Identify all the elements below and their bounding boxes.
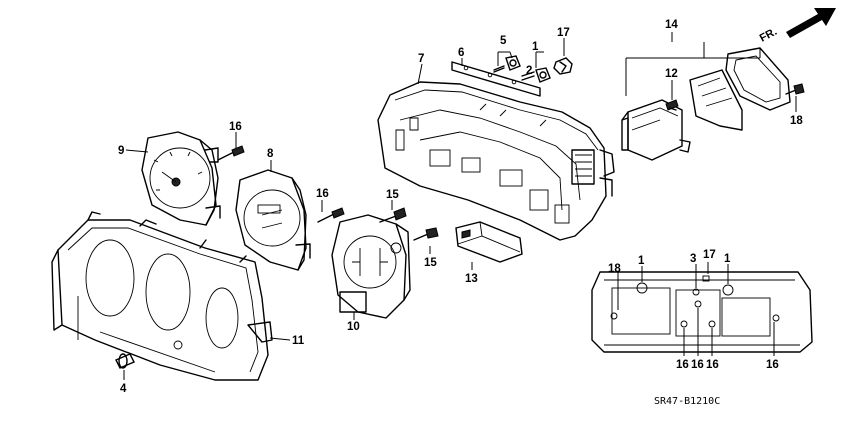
callout-4: 4 [120,383,127,395]
bulb-part-4 [115,353,135,369]
bracket-part-14 [621,47,791,161]
screw-16-speedo [317,207,345,223]
strip-part-6 [451,61,541,97]
circuit-board-layout [591,271,813,353]
callout-8: 8 [267,148,274,160]
diagram-code: SR47-B1210C [654,396,720,407]
callout-16-board-c: 16 [706,359,719,371]
callout-1-top: 1 [532,41,539,53]
callout-18-board: 18 [608,263,621,275]
fuel-temp-gauge-part-10 [331,214,411,319]
screw-15-lower [413,227,439,241]
front-arrow-icon [786,8,836,38]
callout-13: 13 [465,273,478,285]
callout-10: 10 [347,321,360,333]
callout-18-top: 18 [790,115,803,127]
callout-2: 2 [526,65,532,77]
callout-15-lower: 15 [424,257,437,269]
small-parts-cluster [493,55,573,83]
screw-part-12 [665,99,679,111]
meter-visor-lens [51,211,273,381]
callout-1-board-right: 1 [724,253,731,265]
callout-11: 11 [292,335,305,347]
callout-5: 5 [500,35,507,47]
callout-16-speedo: 16 [316,188,329,200]
callout-3: 3 [690,253,696,265]
callout-16-board-b: 16 [691,359,704,371]
speedometer-part-8 [235,169,311,271]
screw-16-tach [217,145,245,161]
callout-16-board-a: 16 [676,359,689,371]
circuit-case-part-7 [377,81,615,241]
front-label: FR. [758,26,779,45]
callout-17-board: 17 [703,249,716,261]
callout-labels: 9 16 8 16 15 15 10 11 4 13 7 6 5 1 2 17 … [118,19,803,395]
callout-7: 7 [418,53,424,65]
callout-9: 9 [118,145,124,157]
screw-18 [785,83,805,95]
callout-16-board-d: 16 [766,359,779,371]
callout-12: 12 [665,68,678,80]
callout-16-tach: 16 [229,121,242,133]
tachometer-part-9 [141,131,221,226]
screw-15-upper [379,207,407,223]
callout-1-board-left: 1 [638,255,645,267]
leader-lines [123,32,797,380]
callout-15-upper: 15 [386,189,399,201]
callout-14: 14 [665,19,678,31]
module-part-13 [455,221,523,263]
callout-17-top: 17 [557,27,570,39]
callout-6: 6 [458,47,464,59]
front-direction-indicator: FR. [758,8,836,45]
